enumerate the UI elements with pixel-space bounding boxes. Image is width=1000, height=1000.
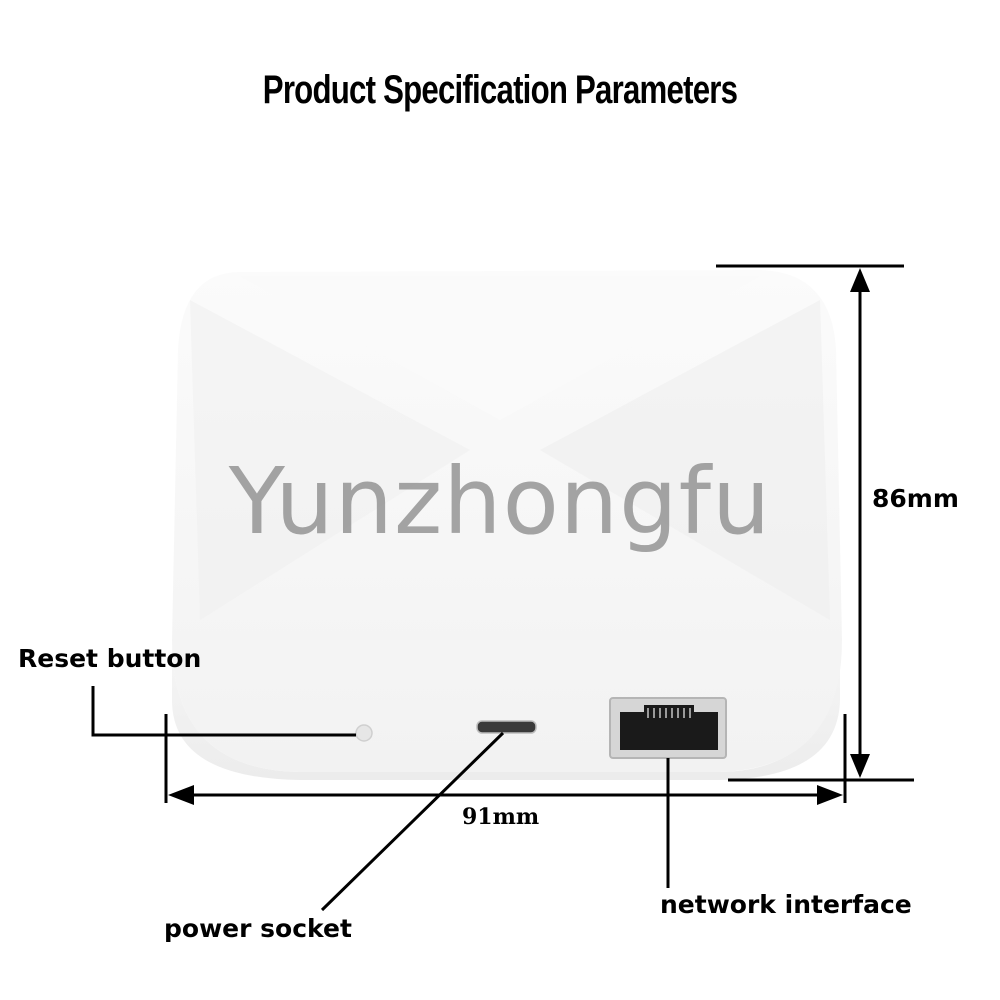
rj45-opening	[620, 705, 718, 750]
reset-hole	[355, 724, 373, 742]
width-dimension-label: 91mm	[462, 804, 540, 830]
rj45-pins	[647, 708, 691, 718]
reset-leader-line	[91, 686, 356, 737]
top-shading-right	[540, 300, 830, 620]
power-socket-label: power socket	[164, 914, 352, 943]
width-dimension	[164, 714, 847, 805]
height-dimension	[716, 264, 914, 782]
page-title: Product Specification Parameters	[262, 68, 738, 112]
top-shading-left	[190, 300, 470, 620]
usb-socket	[476, 720, 537, 734]
brand-watermark: Yunzhongfu	[228, 448, 772, 555]
device-front-face	[172, 640, 840, 780]
reset-button-label: Reset button	[18, 644, 202, 673]
height-dimension-label: 86mm	[872, 484, 959, 513]
power-leader-line	[320, 731, 505, 912]
network-interface-label: network interface	[660, 890, 912, 919]
top-shading-upper	[240, 276, 760, 420]
